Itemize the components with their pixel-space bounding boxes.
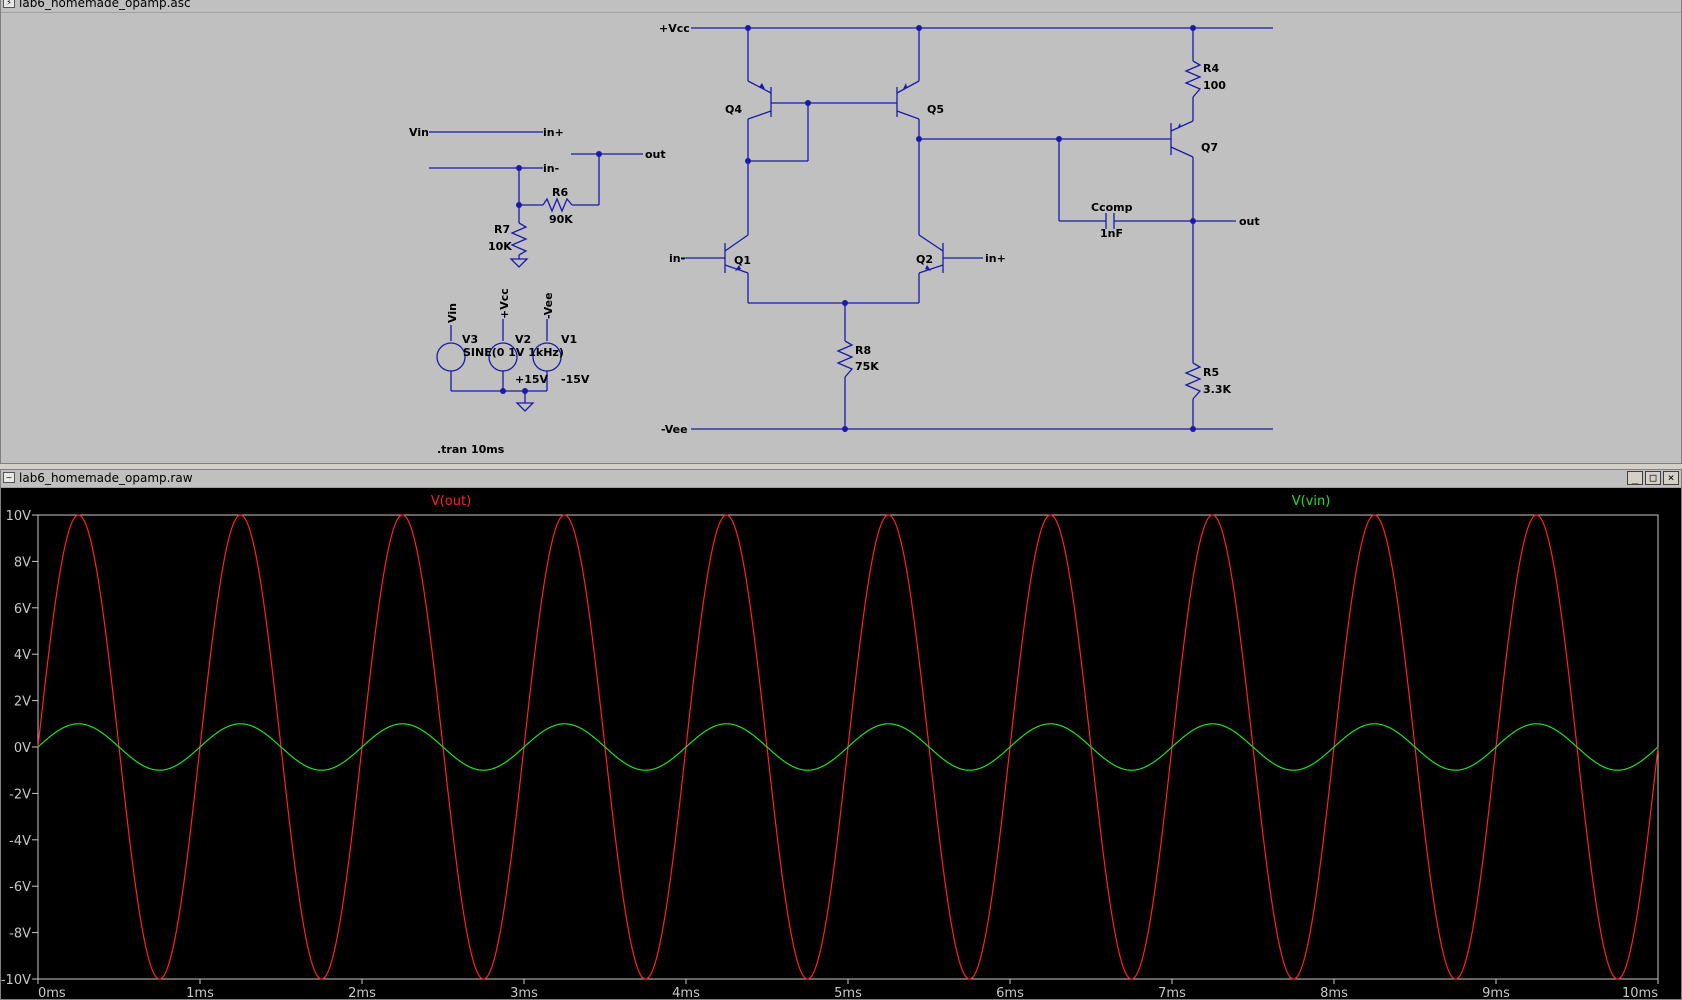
x-tick-label: 0ms: [38, 986, 66, 999]
spice-directive[interactable]: .tran 10ms: [437, 443, 505, 456]
net-label-v2-top: +Vcc: [498, 288, 511, 319]
schematic-canvas[interactable]: +Vcc -Vee in- in+ out Vin in+ in- out Q4…: [1, 1, 1682, 465]
traces: [37, 514, 1659, 980]
waveform-plot[interactable]: 10V 8V 6V 4V 2V 0V -2V -4V -6V -8V -10V 0ms 1ms 2ms 3…: [1, 488, 1681, 999]
label-q4: Q4: [725, 103, 742, 116]
label-q7: Q7: [1201, 141, 1218, 154]
legend: V(out) V(vin): [431, 494, 1330, 509]
label-v1: V1: [561, 333, 577, 346]
schematic-file-icon: ⚡: [3, 0, 15, 8]
y-axis: 10V 8V 6V 4V 2V 0V -2V -4V -6V -8V -10V: [1, 509, 38, 988]
close-button[interactable]: ×: [1663, 471, 1679, 485]
net-label-v3-top: Vin: [446, 303, 459, 323]
value-r8: 75K: [855, 360, 879, 373]
label-r5: R5: [1203, 366, 1219, 379]
window-controls: _ □ ×: [1627, 471, 1679, 485]
waveform-title: lab6_homemade_opamp.raw: [19, 471, 193, 485]
y-tick-label: 8V: [14, 555, 31, 570]
label-v3: V3: [462, 333, 478, 346]
y-tick-label: -8V: [9, 927, 31, 942]
transistor-q2[interactable]: [918, 234, 944, 274]
label-ccomp: Ccomp: [1091, 201, 1133, 214]
x-tick-label: 5ms: [834, 986, 862, 999]
waveform-file-icon: ~: [3, 472, 15, 483]
y-tick-label: -4V: [9, 834, 31, 849]
net-label-vin: Vin: [409, 126, 429, 139]
waveform-titlebar[interactable]: ~ lab6_homemade_opamp.raw _ □ ×: [1, 470, 1681, 488]
label-v2: V2: [515, 333, 531, 346]
y-tick-label: -10V: [1, 973, 31, 988]
label-r7: R7: [494, 223, 510, 236]
transistor-q7[interactable]: [1170, 120, 1194, 158]
value-r7: 10K: [488, 240, 512, 253]
x-tick-label: 6ms: [996, 986, 1024, 999]
x-tick-label: 9ms: [1482, 986, 1510, 999]
value-ccomp: 1nF: [1100, 227, 1123, 240]
value-r6: 90K: [549, 213, 573, 226]
label-r6: R6: [552, 186, 568, 199]
net-label-out-main: out: [1239, 215, 1260, 228]
circuit-wires: [681, 28, 1236, 429]
label-q1: Q1: [734, 254, 751, 267]
x-tick-label: 4ms: [672, 986, 700, 999]
y-tick-label: -6V: [9, 880, 31, 895]
net-label-out-fb: out: [645, 148, 666, 161]
net-label-in-minus-fb: in-: [543, 162, 559, 175]
resistor-r5[interactable]: [1184, 362, 1202, 400]
net-label-vee: -Vee: [661, 423, 688, 436]
schematic-title: lab6_homemade_opamp.asc: [19, 0, 191, 10]
x-axis: 0ms 1ms 2ms 3ms 4ms 5ms 6ms 7ms 8ms 9ms 10ms: [37, 979, 1659, 999]
label-q2: Q2: [916, 253, 933, 266]
minimize-button[interactable]: _: [1627, 471, 1643, 485]
net-label-in-minus-q1: in-: [669, 252, 685, 265]
net-label-vcc: +Vcc: [659, 22, 690, 35]
label-r8: R8: [855, 344, 871, 357]
x-tick-label: 2ms: [348, 986, 376, 999]
maximize-button[interactable]: □: [1645, 471, 1661, 485]
x-tick-label: 8ms: [1320, 986, 1348, 999]
value-r4: 100: [1203, 79, 1226, 92]
schematic-window: ⚡ lab6_homemade_opamp.asc: [0, 0, 1682, 464]
junction-dots: [745, 25, 1196, 432]
feedback-network: [429, 131, 643, 268]
schematic-titlebar[interactable]: ⚡ lab6_homemade_opamp.asc: [1, 0, 1681, 13]
power-rails: [691, 27, 1273, 430]
legend-v-vin[interactable]: V(vin): [1292, 494, 1331, 509]
y-tick-label: 2V: [14, 695, 31, 710]
net-label-v1-top: -Vee: [542, 292, 555, 319]
value-v3: SINE(0 1V 1kHz): [463, 346, 564, 359]
value-v2: +15V: [515, 373, 549, 386]
resistor-r8[interactable]: [836, 340, 854, 378]
legend-v-out[interactable]: V(out): [431, 494, 471, 509]
capacitor-ccomp[interactable]: [1105, 213, 1115, 229]
trace-v-vin[interactable]: [37, 723, 1659, 771]
voltage-sources[interactable]: [436, 319, 562, 412]
y-tick-label: 10V: [6, 509, 32, 524]
transistor-q5[interactable]: [896, 80, 920, 120]
value-v1: -15V: [561, 373, 590, 386]
x-tick-label: 10ms: [1622, 986, 1658, 999]
transistor-q1[interactable]: [724, 234, 749, 274]
transistor-q4[interactable]: [747, 80, 772, 120]
label-r4: R4: [1203, 62, 1219, 75]
x-tick-label: 1ms: [186, 986, 214, 999]
label-q5: Q5: [927, 103, 944, 116]
x-tick-label: 7ms: [1158, 986, 1186, 999]
resistor-r4[interactable]: [1184, 60, 1202, 98]
y-tick-label: 4V: [14, 648, 31, 663]
y-tick-label: -2V: [9, 787, 31, 802]
value-r5: 3.3K: [1203, 383, 1231, 396]
x-tick-label: 3ms: [510, 986, 538, 999]
net-label-in-plus-q2: in+: [985, 252, 1006, 265]
net-label-in-plus-fb: in+: [543, 126, 564, 139]
y-tick-label: 6V: [14, 602, 31, 617]
y-tick-label: 0V: [14, 741, 31, 756]
waveform-window: ~ lab6_homemade_opamp.raw _ □ × 10V 8V 6V 4…: [0, 469, 1682, 1000]
